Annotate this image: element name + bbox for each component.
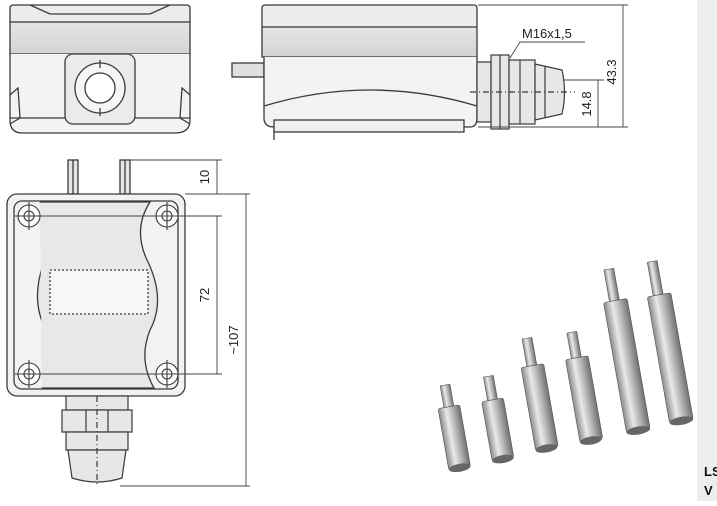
side-view xyxy=(231,4,478,140)
standoff-icon xyxy=(603,267,651,435)
side-dimensions xyxy=(478,4,628,128)
standoff-icon xyxy=(521,336,559,453)
cable-gland-icon xyxy=(470,54,575,130)
top-view xyxy=(6,159,186,397)
top-dimensions xyxy=(40,159,250,487)
standoff-icon xyxy=(565,330,603,445)
front-view xyxy=(9,4,191,134)
screw-icon xyxy=(15,202,43,230)
cable-gland-icon xyxy=(61,395,133,486)
standoff-icon xyxy=(438,383,471,473)
right-sidebar xyxy=(697,0,717,501)
standoff-icon xyxy=(646,260,694,426)
gland-dimension-label: 14.8 xyxy=(579,91,594,116)
mount-dimension-label: 72 xyxy=(197,288,212,302)
standoff-icon xyxy=(481,375,514,464)
standoffs-photo xyxy=(438,260,694,473)
length-dimension-label: ~107 xyxy=(226,325,241,354)
height-dimension-label: 43.3 xyxy=(604,59,619,84)
tube-dimension-label: 10 xyxy=(197,170,212,184)
caption-line-1: LS xyxy=(704,464,717,479)
screw-icon xyxy=(15,360,43,388)
caption-line-2: V xyxy=(704,483,713,498)
thread-dimension-label: M16x1,5 xyxy=(522,26,572,41)
